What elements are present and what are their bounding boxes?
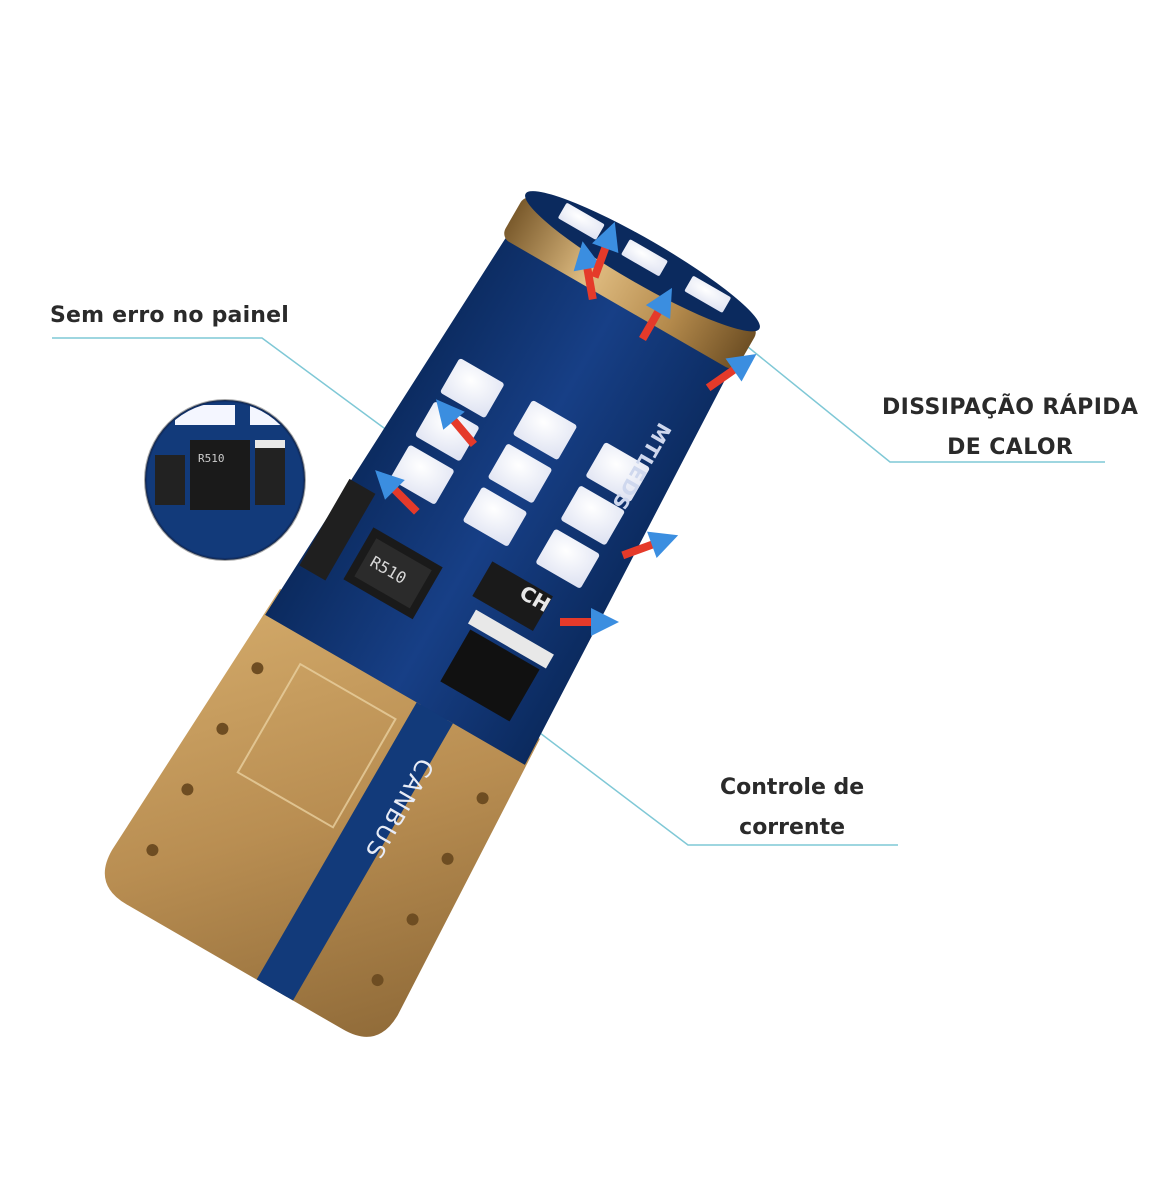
- base-outline: [236, 662, 397, 829]
- leader-line-heat: [689, 299, 1105, 463]
- led-chip-icon: [561, 486, 625, 545]
- heat-arrows: [375, 221, 757, 636]
- top-led-grid: [558, 203, 731, 313]
- zoom-inset: R510: [144, 399, 306, 561]
- callout-current-control: Controle de corrente: [720, 768, 864, 848]
- heat-flow-arrow-icon: [560, 608, 619, 636]
- heat-flow-arrow-icon: [573, 241, 602, 301]
- led-chip-icon: [558, 203, 605, 240]
- leader-line-current: [469, 679, 898, 846]
- callout-line: Sem erro no painel: [50, 303, 290, 328]
- canbus-strip: [256, 702, 454, 1001]
- heat-flow-arrow-icon: [621, 531, 679, 560]
- led-chip-icon: [513, 400, 577, 460]
- leader-lines: [52, 299, 1105, 846]
- callout-panel-error: Sem erro no painel: [50, 296, 289, 336]
- heat-flow-arrow-icon: [705, 353, 757, 392]
- led-chip-icon: [536, 529, 600, 588]
- led-chip-icon: [621, 239, 668, 276]
- led-bulb: R510 CH MTLEDS CANBUS: [104, 191, 760, 1037]
- chip-icon: [299, 478, 554, 722]
- base-pads: [146, 662, 489, 987]
- led-chip-icon: [488, 444, 552, 503]
- callout-line: DE CALOR: [947, 435, 1074, 460]
- led-chip-icon: [440, 358, 504, 418]
- callout-heat-dissipation: DISSIPAÇÃO RÁPIDA DE CALOR: [882, 388, 1138, 468]
- heat-flow-arrow-icon: [436, 399, 477, 448]
- zoom-chip-code: R510: [198, 452, 225, 465]
- callout-line: Controle de: [720, 775, 865, 800]
- led-chip-icon: [415, 402, 479, 461]
- top-heat-ring: [504, 197, 756, 369]
- led-chip-icon: [463, 487, 527, 546]
- led-chip-icon: [390, 445, 454, 504]
- led-chip-icon: [684, 276, 731, 313]
- callout-line: DISSIPAÇÃO RÁPIDA: [882, 395, 1139, 420]
- heat-flow-arrow-icon: [639, 287, 672, 341]
- callout-line: corrente: [739, 815, 846, 840]
- leader-line-panel: [52, 337, 431, 463]
- led-chip-icon: [586, 442, 650, 502]
- heat-flow-arrow-icon: [590, 221, 619, 279]
- led-grid: [390, 358, 650, 588]
